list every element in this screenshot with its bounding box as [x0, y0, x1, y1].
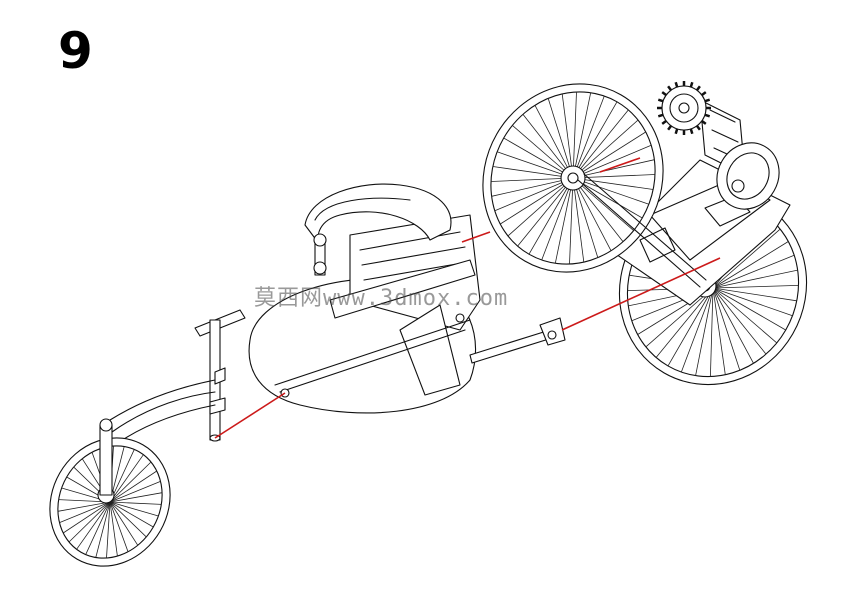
assembly-guide-lines — [214, 157, 721, 439]
front-wheel — [49, 418, 171, 567]
seat-body — [248, 183, 481, 414]
guide-line-rear — [561, 257, 721, 331]
steering-assembly — [109, 309, 246, 446]
rear-wheel-upper — [482, 83, 664, 273]
rear-frame — [609, 99, 791, 306]
guide-line-seat — [461, 231, 491, 243]
seat-uprights — [313, 233, 327, 276]
drive-gear — [657, 81, 711, 135]
guide-line-front — [214, 392, 286, 439]
rear-axle — [577, 173, 707, 288]
guide-line-axle — [599, 157, 641, 173]
link-bar — [469, 317, 566, 364]
step-number: 9 — [58, 22, 93, 80]
watermark: 莫西网www.3dmox.com — [254, 286, 509, 311]
